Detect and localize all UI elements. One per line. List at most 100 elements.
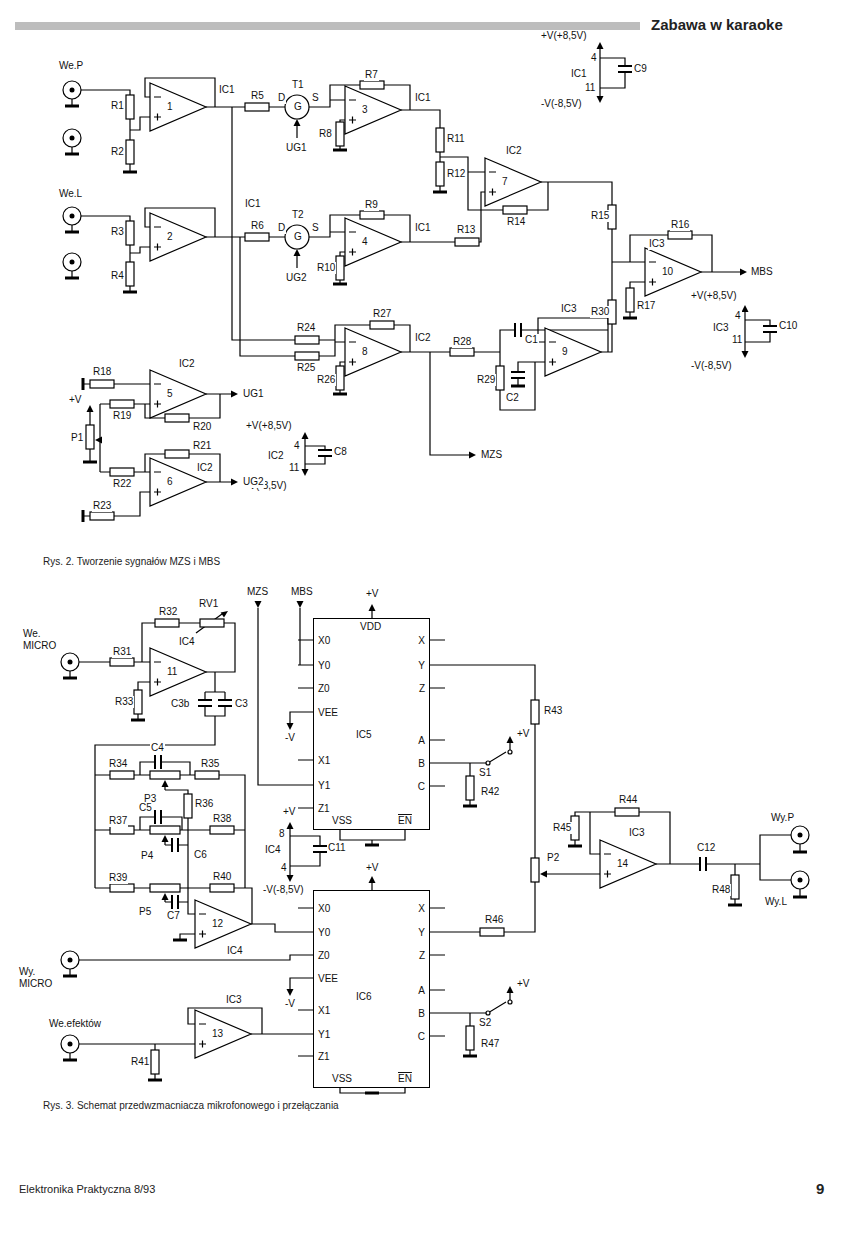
pin-name: Y1 [318,780,330,792]
part-label: IC3 [628,827,646,839]
part-label: R33 [114,696,134,708]
part-label: R46 [484,914,504,926]
part-label: R7 [364,69,379,81]
part-label: P2 [546,852,560,864]
pin-name: EN [398,1073,412,1085]
part-label: G [293,231,303,243]
part-label: R23 [92,500,112,512]
part-label: C11 [327,842,347,854]
part-label: R21 [192,440,212,452]
part-label: MBS [290,586,314,598]
pin-name: X0 [318,903,330,915]
part-label: R44 [618,794,638,806]
part-label: S1 [478,767,492,779]
part-label: 4 [280,862,288,874]
part-label: R2 [110,146,125,158]
part-label: R10 [316,262,336,274]
pin-name: VEE [318,707,338,719]
pin-name: VDD [360,621,381,633]
part-label: MZS [480,449,503,461]
part-label: UG1 [285,142,308,154]
part-label: IC1 [244,198,262,210]
header-band [15,22,640,30]
part-label: R30 [590,306,610,318]
part-label: +V [516,728,531,740]
part-label: R47 [480,1038,500,1050]
part-label: D [277,92,286,104]
pin-name: X0 [318,635,330,647]
part-label: IC3 [225,994,243,1006]
part-label: RV1 [198,598,219,610]
part-label: T2 [291,209,305,221]
page-header: Zabawa w karaoke [650,16,784,34]
part-label: R26 [316,374,336,386]
figure-caption: Rys. 3. Schemat przedwzmacniacza mikrofo… [42,1100,340,1112]
pin-name: X [418,903,425,915]
part-label: R18 [92,366,112,378]
part-label: 2 [166,231,174,243]
part-label: Wy. MICRO [18,966,60,990]
part-label: R4 [110,270,125,282]
part-label: 13 [211,1028,224,1040]
part-label: +V [68,394,83,406]
part-label: R20 [192,421,212,433]
part-label: C4 [150,742,165,754]
ic-box: X0Y0Z0VEEX1Y1Z1VSSENXYZABCIC6 [313,890,430,1088]
part-label: UG2 [285,272,308,284]
part-label: S [311,92,320,104]
pin-name: B [418,1008,425,1020]
figure-caption: Rys. 2. Tworzenie sygnałów MZS i MBS [42,556,221,568]
part-label: -V [284,998,296,1010]
part-label: R15 [590,210,610,222]
part-label: C10 [778,320,798,332]
part-label: R39 [108,872,128,884]
part-label: 11 [288,462,300,474]
part-label: 11 [731,334,743,346]
part-label: IC2 [196,462,214,474]
part-label: C1 [524,334,539,346]
pin-name: Y0 [318,927,330,939]
part-label: R13 [456,224,476,236]
part-label: R24 [296,322,316,334]
part-label: R27 [372,308,392,320]
pin-name: VSS [332,1073,352,1085]
part-label: R14 [506,216,526,228]
pin-name: B [418,758,425,770]
part-label: P1 [70,432,84,444]
part-label: IC3 [560,303,578,315]
part-label: P4 [140,850,154,862]
part-label: -V [284,732,296,744]
part-label: 12 [211,918,224,930]
part-label: R12 [446,168,466,180]
pin-name: Z0 [318,950,330,962]
part-label: 10 [661,266,674,278]
part-label: IC1 [414,222,432,234]
pin-name: Z [419,950,425,962]
part-label: S2 [478,1017,492,1029]
part-label: C3b [170,698,190,710]
pin-name: C [418,1031,425,1043]
part-label: We.P [58,60,84,72]
part-label: We. MICRO [22,628,64,652]
pin-name: EN [398,815,412,827]
part-label: +V [282,806,297,818]
part-label: R31 [112,646,132,658]
ic-box: VDDX0Y0Z0VEEX1Y1Z1VSSENXYZABCIC5 [313,618,430,830]
part-label: C6 [193,849,208,861]
part-label: +V [516,978,531,990]
part-label: IC1 [414,92,432,104]
part-label: We.L [58,188,83,200]
part-label: +V(+8,5V) [690,290,738,302]
part-label: 11 [584,82,596,94]
part-label: 3 [361,104,369,116]
part-label: R8 [318,128,333,140]
part-label: R40 [212,871,232,883]
pin-name: A [418,735,425,747]
part-label: +V(+8,5V) [540,30,588,42]
part-label: 14 [616,858,629,870]
part-label: +V(+8,5V) [245,420,293,432]
part-label: R41 [130,1056,150,1068]
part-label: 4 [293,440,301,452]
part-label: R43 [543,705,563,717]
